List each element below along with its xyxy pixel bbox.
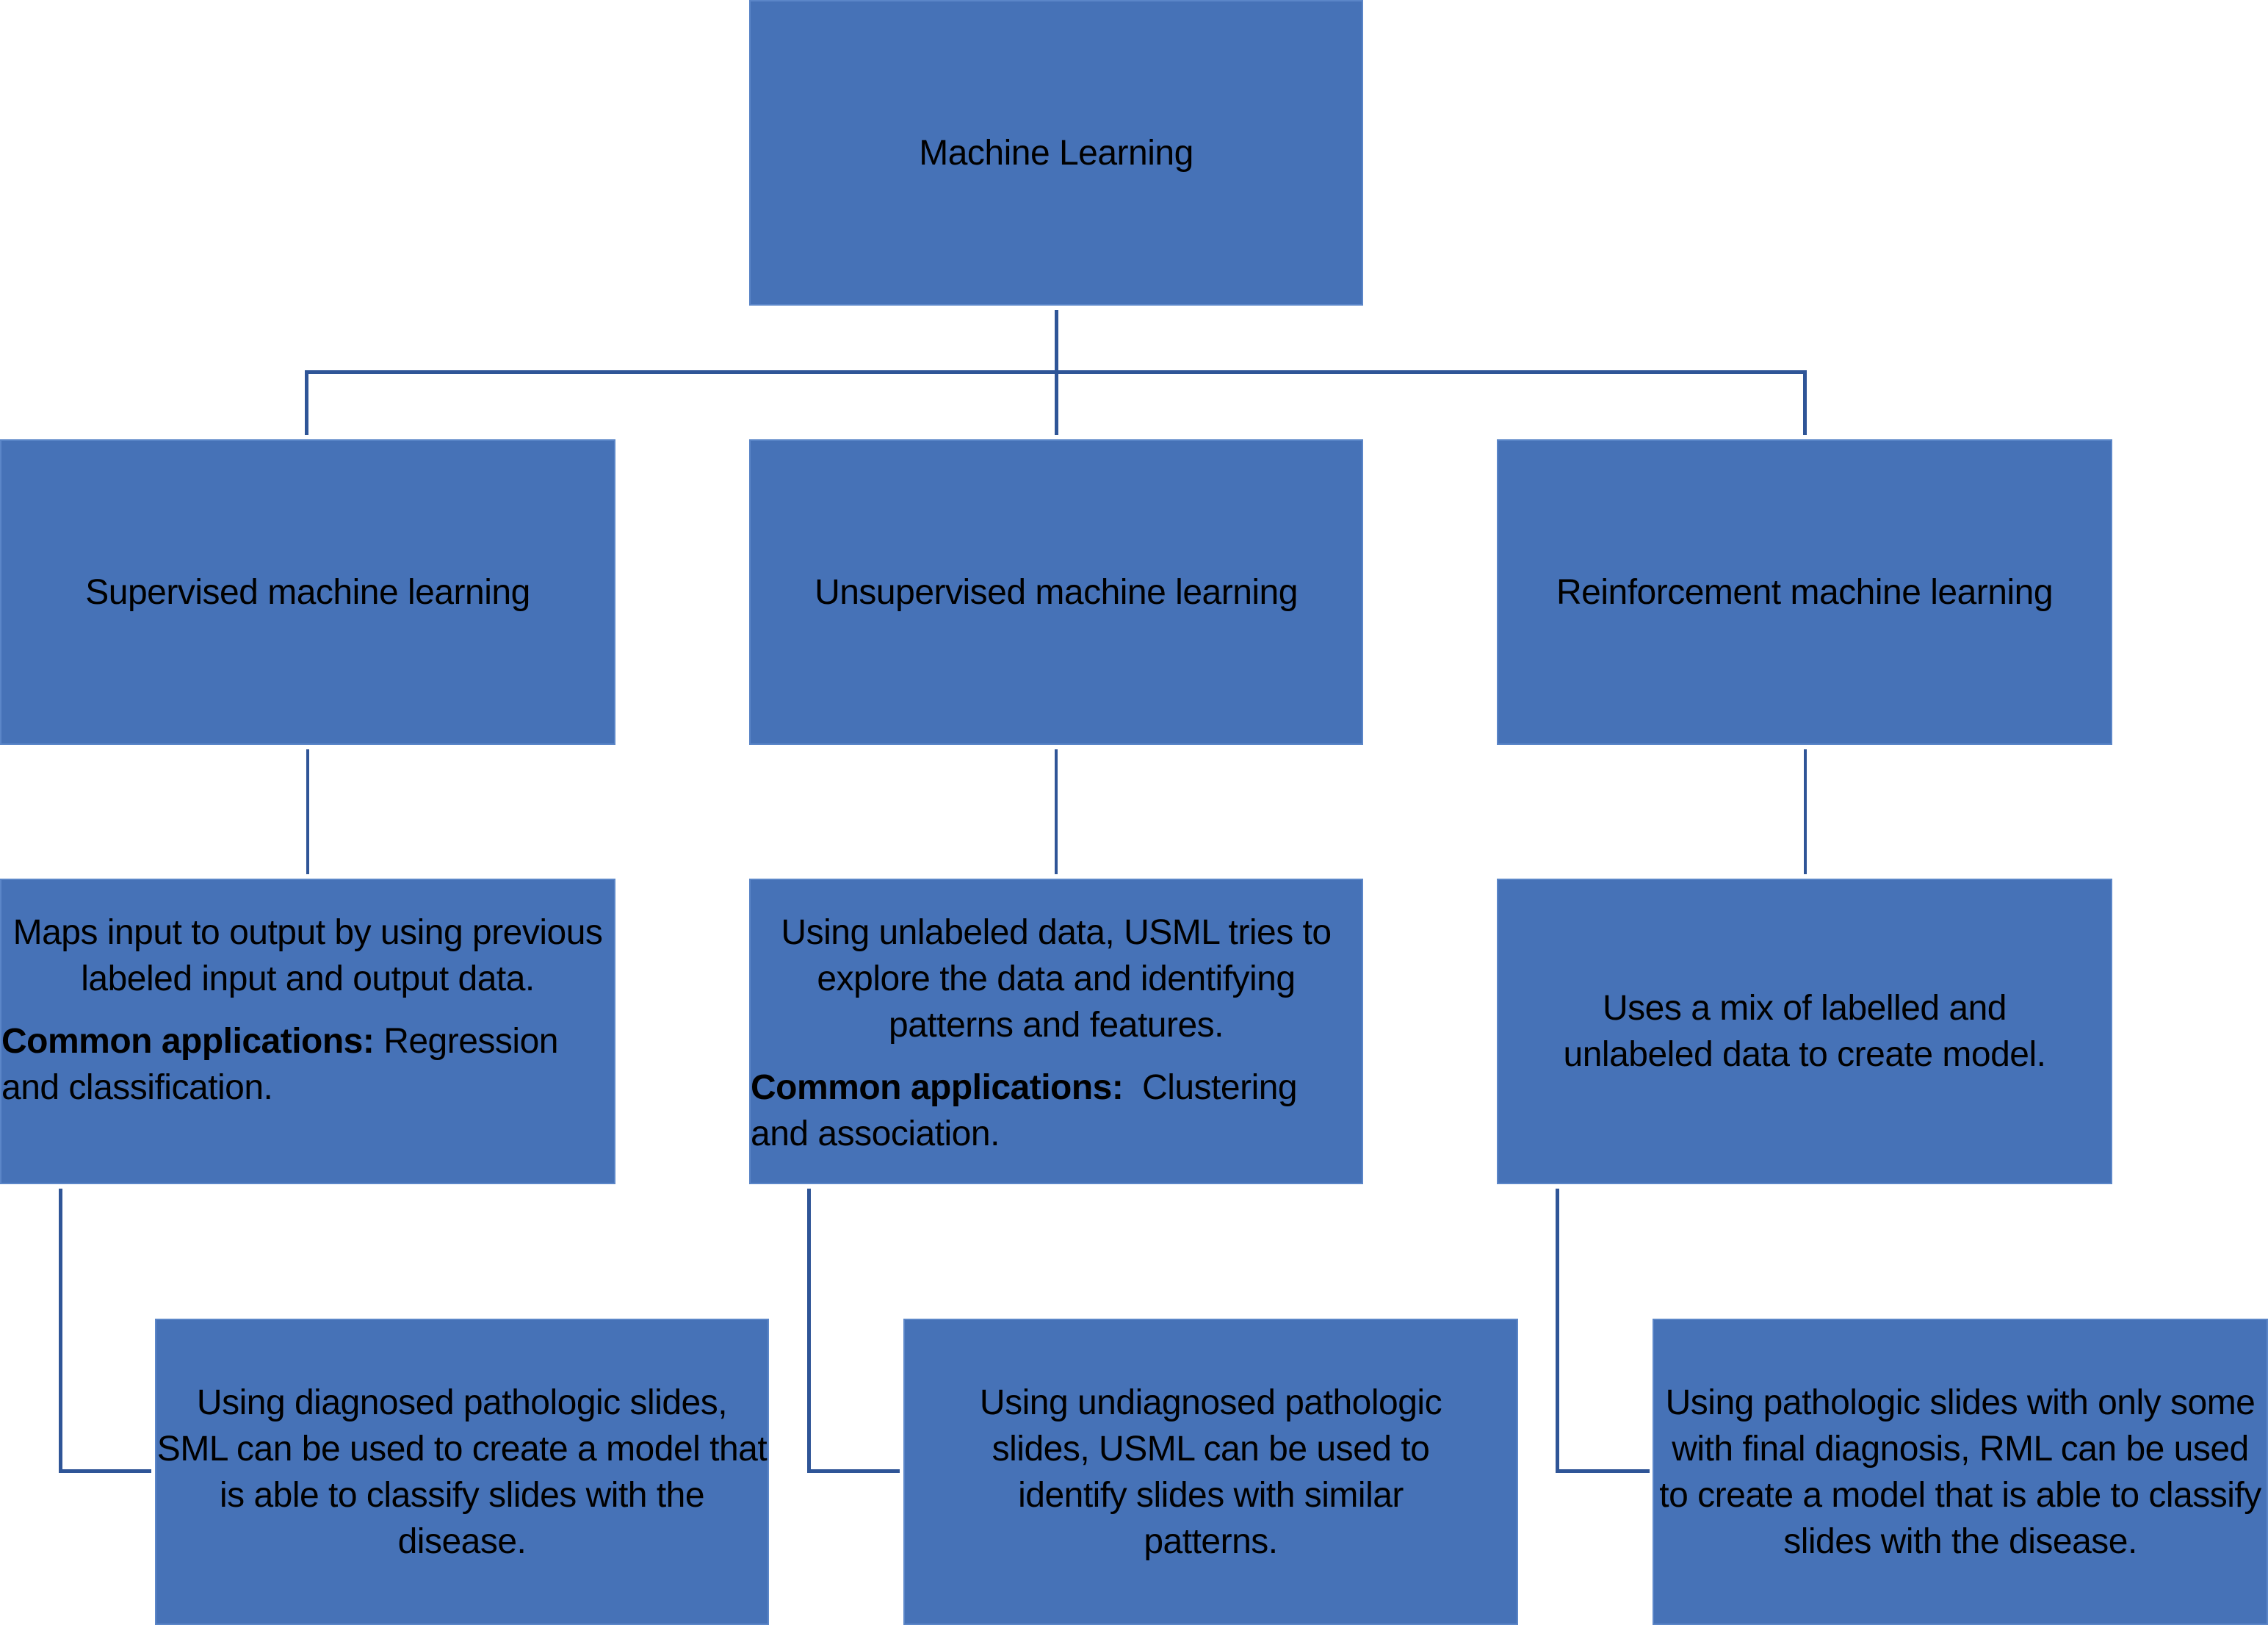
description-supervised-ml: Maps input to output by using previous l… <box>0 879 615 1184</box>
node-title: Supervised machine learning <box>85 572 530 612</box>
applications-label: Common applications: <box>751 1068 1124 1107</box>
applications: Common applications: Regression and clas… <box>1 1018 614 1111</box>
example-reinforcement-ml: Using pathologic slides with only some w… <box>1653 1319 2268 1625</box>
connector-rml-to-description <box>1804 749 1807 874</box>
root-node-machine-learning: Machine Learning <box>749 0 1363 306</box>
connector-to-sml <box>305 370 308 435</box>
applications-label: Common applications: <box>1 1022 375 1061</box>
example-supervised-ml: Using diagnosed pathologic slides, SML c… <box>155 1319 769 1625</box>
description-text: Maps input to output by using previous l… <box>12 913 603 998</box>
description-unsupervised-ml: Using unlabeled data, USML tries to expl… <box>749 879 1363 1184</box>
node-supervised-ml: Supervised machine learning <box>0 439 615 745</box>
applications: Common applications: Clustering and asso… <box>751 1064 1362 1157</box>
elbow-rml-horizontal <box>1556 1469 1650 1473</box>
elbow-usml-horizontal <box>807 1469 900 1473</box>
elbow-rml-vertical <box>1556 1189 1559 1473</box>
node-title: Unsupervised machine learning <box>815 572 1298 612</box>
root-label: Machine Learning <box>919 134 1193 173</box>
connector-to-rml <box>1803 370 1807 435</box>
connector-usml-to-description <box>1055 749 1058 874</box>
applications-text: Regression and classification. <box>1 1022 558 1107</box>
connector-sml-to-description <box>306 749 309 874</box>
example-text: Using diagnosed pathologic slides, SML c… <box>156 1383 768 1561</box>
elbow-sml-horizontal <box>59 1469 151 1473</box>
connector-horizontal-bar <box>305 370 1807 374</box>
example-text: Using undiagnosed pathologic slides, USM… <box>979 1383 1442 1561</box>
description-text: Using unlabeled data, USML tries to expl… <box>781 913 1332 1045</box>
elbow-usml-vertical <box>807 1189 811 1473</box>
description-reinforcement-ml: Uses a mix of labelled and unlabeled dat… <box>1497 879 2112 1184</box>
example-text: Using pathologic slides with only some w… <box>1659 1383 2261 1561</box>
node-reinforcement-ml: Reinforcement machine learning <box>1497 439 2112 745</box>
elbow-sml-vertical <box>59 1189 62 1473</box>
applications-text: Clustering and association. <box>751 1068 1307 1153</box>
example-unsupervised-ml: Using undiagnosed pathologic slides, USM… <box>903 1319 1518 1625</box>
description-text: Uses a mix of labelled and unlabeled dat… <box>1563 989 2046 1074</box>
node-unsupervised-ml: Unsupervised machine learning <box>749 439 1363 745</box>
node-title: Reinforcement machine learning <box>1556 572 2054 612</box>
